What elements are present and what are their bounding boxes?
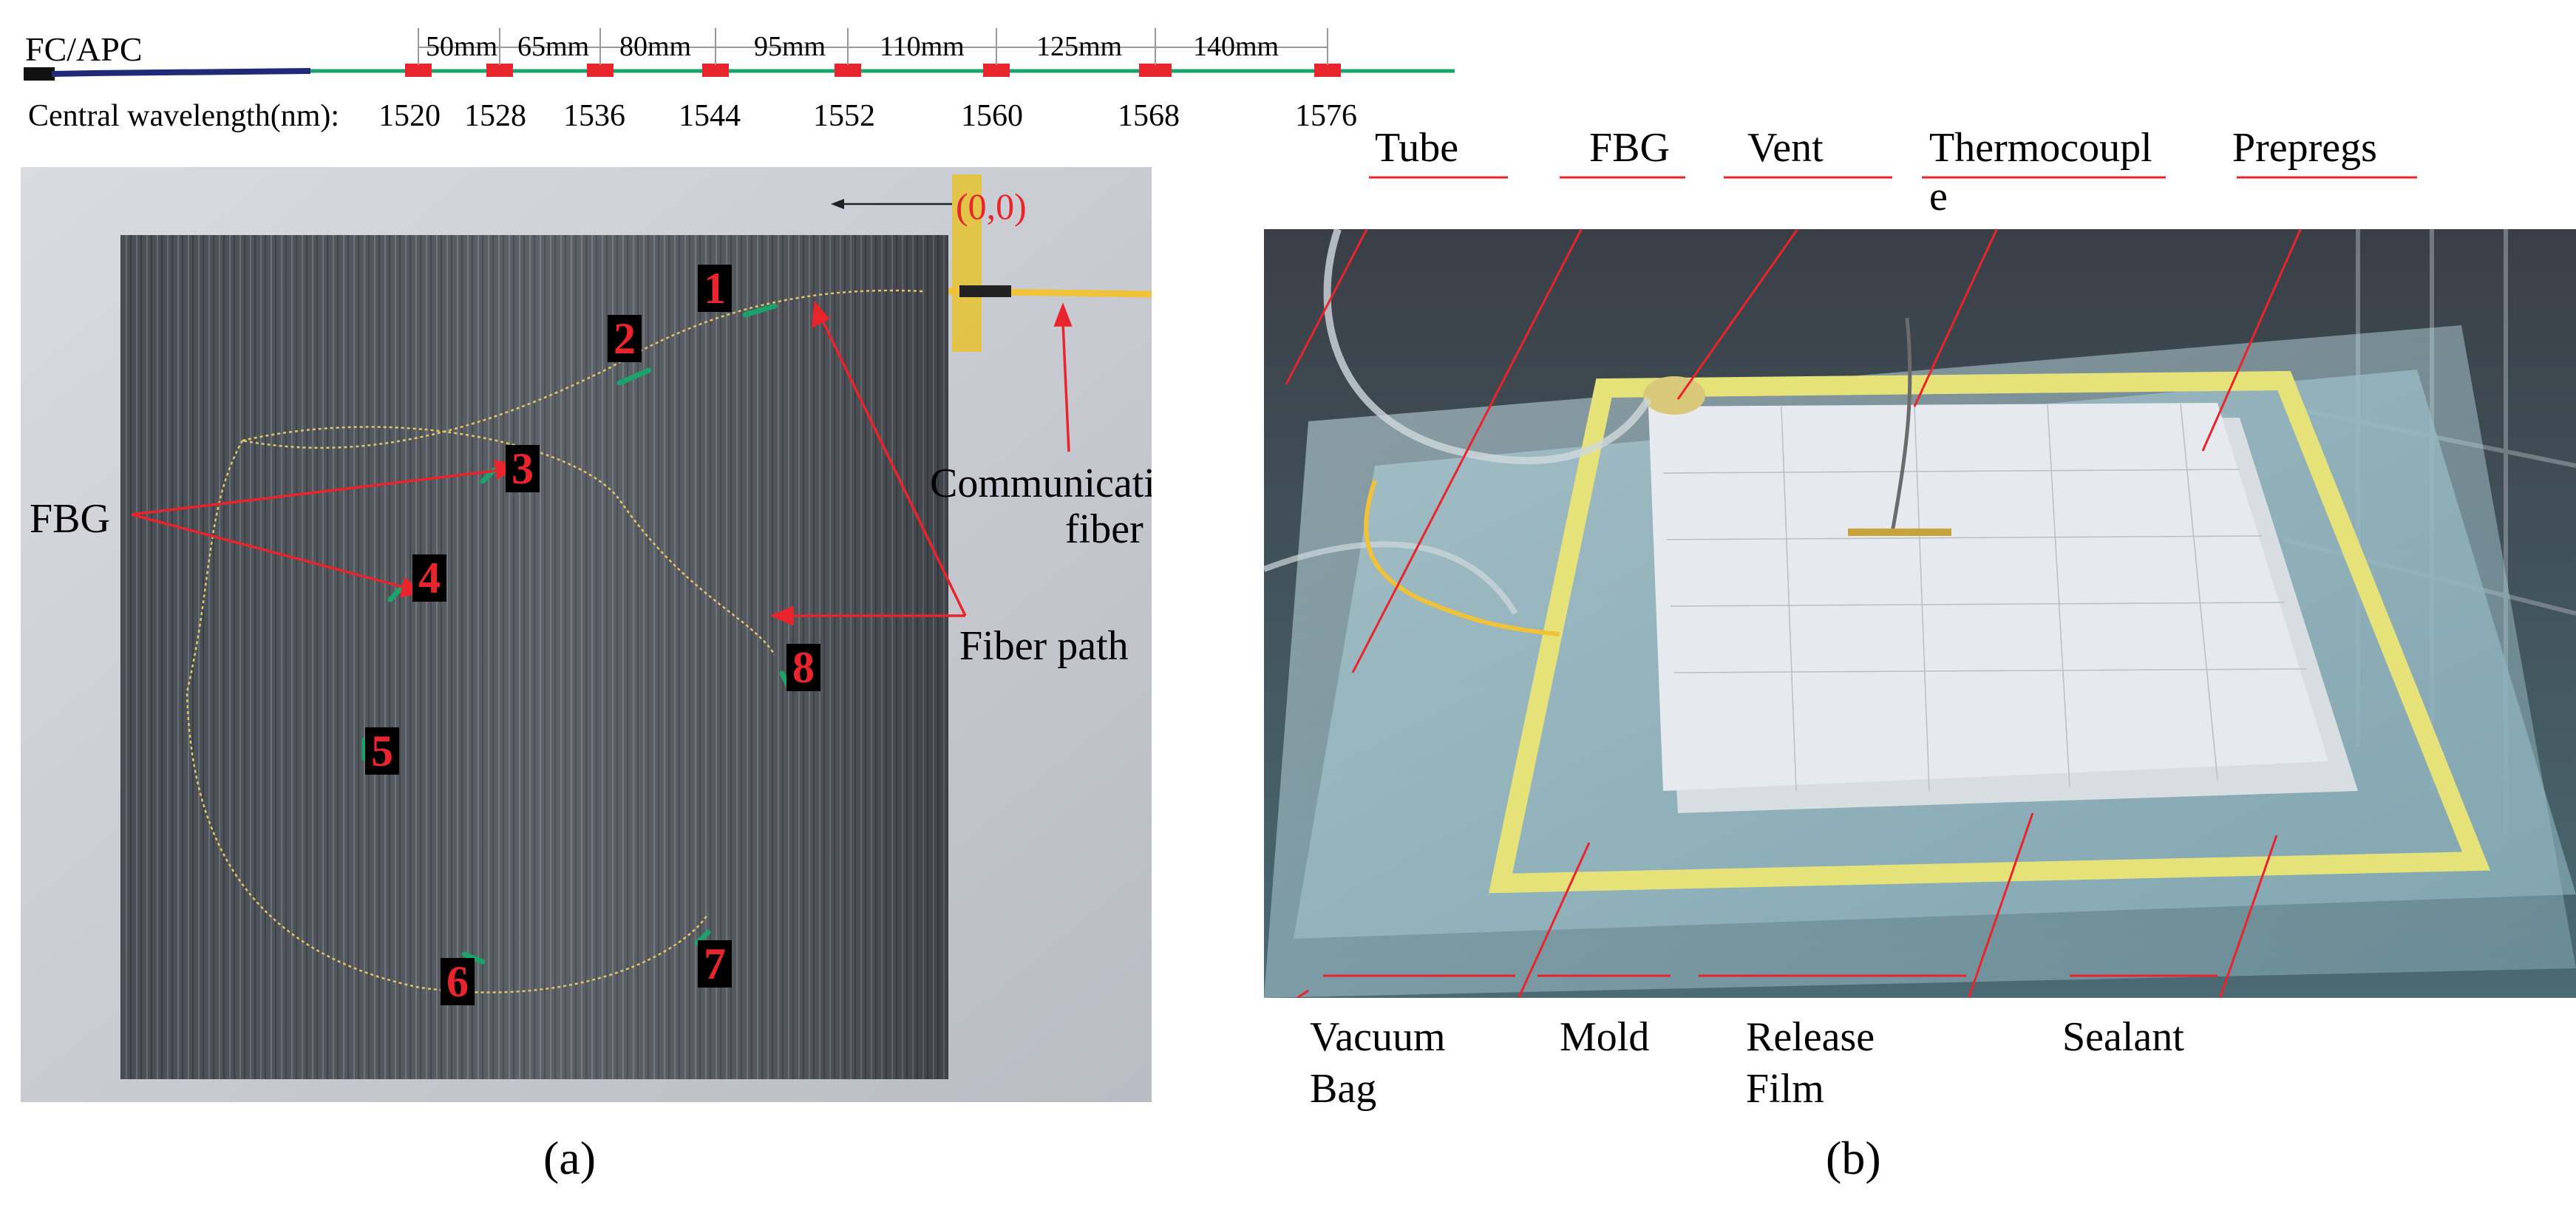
grating-1544 [702,64,729,77]
grating-1568 [1139,64,1172,77]
fiber-path-lower-loop [186,440,710,993]
fiber-path-right-loop [242,426,776,656]
spacing-5: 110mm [880,31,965,62]
label-vacuum-bag-1: Vacuum [1310,1014,1446,1060]
grating-1560 [983,64,1010,77]
label-thermocouple-2: e [1929,174,1948,220]
wavelength-4: 1544 [679,99,741,133]
panel-a-photo: (0,0) FBG Communication fiber Fiber path… [21,167,1152,1102]
spacing-4: 95mm [754,31,826,62]
fbg-fiber-lead [1364,480,1560,636]
fiber-layout-strip: FC/APC Central wavelength(nm): 1520 1528… [0,0,1478,148]
label-vacuum-bag-2: Bag [1310,1066,1377,1112]
communication-fiber-label-1: Communication [930,461,1152,506]
grating-tag-1: 1 [698,265,732,312]
panel-b-leader-lines-outer [1323,176,2417,977]
fiber-strip-graphic [24,28,1455,81]
spacing-dimension-lines [418,28,1328,65]
leader-lines [1285,229,2302,998]
vacuum-bag-setup-photo [1264,229,2576,998]
spacing-7: 140mm [1193,31,1279,62]
grating-1552 [835,64,861,77]
wavelength-prefix: Central wavelength(nm): [28,99,340,133]
communication-fiber-label-2: fiber [1065,506,1143,552]
patch-cable [51,68,311,77]
wavelength-7: 1568 [1118,99,1180,133]
connector-plug [24,67,55,81]
label-mold: Mold [1560,1014,1650,1060]
caption-b: (b) [1826,1132,1881,1184]
grating-tag-2: 2 [608,315,642,362]
panel-b-photo [1264,229,2576,998]
vent-port [1643,376,1705,415]
grating-tag-5: 5 [365,727,399,775]
label-thermocouple-1: Thermocoupl [1929,125,2152,171]
grating-1576 [1314,64,1341,77]
wavelength-3: 1536 [563,99,625,133]
label-prepregs: Prepregs [2232,125,2377,171]
prepreg-stack [1648,403,2328,791]
thermocouple-wire [1890,317,1912,533]
grating-1520 [405,64,432,77]
grating-1528 [486,64,513,77]
spacing-2: 65mm [517,31,590,62]
caption-a: (a) [543,1132,597,1184]
yellow-tape [952,174,982,352]
grating-1536 [587,64,614,77]
label-vent: Vent [1747,125,1824,171]
wavelength-1: 1520 [378,99,441,133]
spacing-1: 50mm [426,31,498,62]
grating-tag-7: 7 [698,940,732,988]
fbg-label-a: FBG [30,496,110,542]
thermocouple-tape [1848,529,1951,536]
grating-tag-8: 8 [786,644,820,691]
grating-tag-6: 6 [441,958,475,1005]
label-tube: Tube [1375,125,1459,171]
fiber-path-label: Fiber path [959,623,1129,669]
origin-label: (0,0) [956,186,1027,227]
spacing-3: 80mm [619,31,692,62]
wavelength-8: 1576 [1295,99,1357,133]
laminate-photo [21,167,1152,1102]
grating-tag-4: 4 [412,554,446,602]
wavelength-5: 1552 [813,99,875,133]
label-sealant: Sealant [2062,1014,2184,1060]
label-release-film-1: Release [1746,1014,1875,1060]
fiber-path-top [242,289,923,449]
wavelength-6: 1560 [961,99,1023,133]
wavelength-2: 1528 [464,99,526,133]
spacing-6: 125mm [1036,31,1123,62]
label-release-film-2: Film [1746,1066,1824,1112]
annotation-arrows [131,300,1073,626]
vacuum-tube [1323,229,1652,465]
label-fbg-b: FBG [1589,125,1670,171]
grating-tag-3: 3 [506,445,540,492]
sealant-tape [1488,370,2491,894]
connector-label: FC/APC [25,30,143,68]
